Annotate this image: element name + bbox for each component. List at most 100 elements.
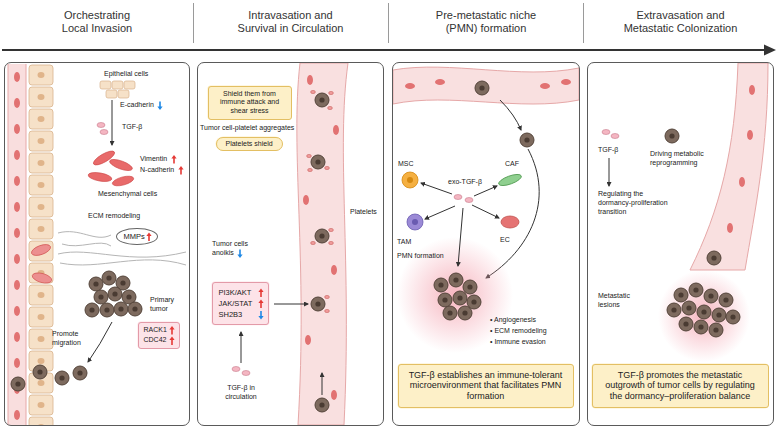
stromal-cells — [402, 172, 418, 188]
stromal-cells — [412, 219, 418, 225]
epithelial-layer — [28, 64, 54, 425]
tgf-icon — [611, 134, 619, 139]
primary-tumor — [102, 271, 116, 285]
summary-box: TGF-β establishes an immune-tolerant mic… — [398, 364, 574, 409]
tgf-icon — [602, 130, 610, 135]
pmn-cluster — [449, 273, 463, 287]
metastatic-lesion — [719, 293, 733, 307]
tumor-platelet-aggregate — [307, 90, 334, 412]
epithelial-cell-icon — [100, 81, 111, 89]
pmn-cluster — [434, 278, 448, 292]
text-label: Tumor cell-platelet aggregates — [200, 124, 294, 133]
box-fill — [138, 322, 180, 349]
header-divider — [194, 3, 584, 43]
pmn-cluster — [453, 291, 467, 305]
metastatic-lesion — [726, 310, 740, 324]
ecm-fibers — [58, 252, 186, 257]
header-divider — [388, 3, 389, 43]
blood-vessel — [393, 67, 579, 104]
epithelial-layer — [31, 271, 53, 285]
primary-tumor — [94, 290, 108, 304]
summary-box: TGF-β promotes the metastatic outgrowth … — [592, 364, 769, 409]
header-divider — [193, 3, 194, 43]
tgf-icon — [241, 332, 242, 363]
signal-arrow — [472, 205, 499, 218]
metastatic-lesion — [667, 283, 740, 337]
change-arrow — [178, 166, 183, 175]
pmn-cluster — [463, 280, 477, 294]
protein-box: RACK1CDC42 — [138, 322, 180, 349]
tumor-platelet-aggregate — [329, 241, 334, 244]
epithelial-cell-icon — [100, 81, 135, 98]
metastatic-lesion — [689, 283, 703, 297]
text-label: • ECM remodeling — [490, 327, 547, 336]
tumor-platelet-aggregate — [315, 398, 329, 412]
text-label: TGF-β — [122, 123, 142, 132]
blood-vessel — [500, 100, 521, 130]
blood-vessel — [307, 75, 313, 85]
pathway-arrow — [237, 250, 242, 259]
tumor-platelet-aggregate — [328, 106, 333, 109]
stromal-cells — [465, 198, 473, 203]
primary-tumor — [85, 303, 99, 317]
signal-arrow — [474, 186, 497, 196]
change-arrow — [169, 336, 174, 345]
epithelial-cell-icon — [118, 90, 129, 98]
text-label: E-cadherin — [120, 101, 154, 110]
tumor-platelet-aggregate — [311, 90, 316, 93]
ecm-fibers — [58, 232, 111, 238]
pathway-arrow — [258, 288, 263, 297]
tgf-icon — [665, 129, 679, 143]
pmn-cluster — [458, 306, 472, 320]
tumor-platelet-aggregate — [325, 166, 330, 169]
blood-vessel — [405, 83, 415, 89]
stromal-cells — [407, 177, 413, 183]
tumor-platelet-aggregate — [308, 168, 313, 171]
migration — [55, 371, 69, 385]
lesion-glow — [658, 270, 750, 362]
primary-tumor — [89, 277, 103, 291]
blood-vessel — [520, 133, 534, 147]
primary-tumor — [108, 287, 122, 301]
pathway-name: JAK/STAT — [219, 298, 253, 309]
pathway-arrow — [258, 299, 263, 308]
epithelial-layer — [11, 377, 25, 391]
blood-vessel — [8, 64, 26, 425]
epithelial-layer — [30, 242, 52, 257]
tgf-icon — [97, 123, 105, 128]
text-label: CAF — [505, 160, 519, 169]
pathway-arrow — [258, 311, 263, 320]
timeline-arrow — [764, 45, 776, 56]
metastatic-lesion — [674, 288, 688, 302]
text-label: PMN formation — [397, 252, 444, 261]
text-label: Primary tumor — [150, 296, 186, 314]
text-label: • Immune evasion — [490, 338, 546, 347]
epithelial-layer — [11, 64, 54, 425]
lesion-glow — [658, 270, 750, 362]
header-divider — [583, 3, 584, 43]
blood-vessel — [26, 64, 27, 425]
epithelial-layer — [33, 365, 47, 379]
note-box: Shield them from immune attack and shear… — [208, 86, 292, 120]
tumor-platelet-aggregate — [322, 373, 323, 395]
epithelial-cell-icon — [106, 90, 117, 98]
stage-panel: Extravasation and Metastatic Colonizatio… — [587, 62, 774, 426]
pathway-arrow — [274, 304, 308, 305]
primary-tumor — [100, 303, 114, 317]
emt-arrow — [112, 100, 113, 145]
pathway-name: PI3K/AKT — [219, 287, 253, 298]
migration — [88, 322, 112, 362]
tumor-platelet-aggregate — [311, 155, 325, 169]
protein-name: RACK1 — [144, 325, 167, 336]
blood-vessel — [540, 83, 550, 89]
stromal-cells — [501, 216, 519, 228]
blood-vessel — [305, 335, 311, 345]
mesenchymal-cells — [87, 149, 134, 188]
blood-vessel — [303, 195, 309, 205]
protein-name: CDC42 — [144, 335, 167, 346]
metastatic-lesion — [694, 320, 708, 334]
pathway-box: PI3K/AKTJAK/STATSH2B3 — [212, 282, 270, 326]
blood-vessel — [435, 79, 445, 85]
